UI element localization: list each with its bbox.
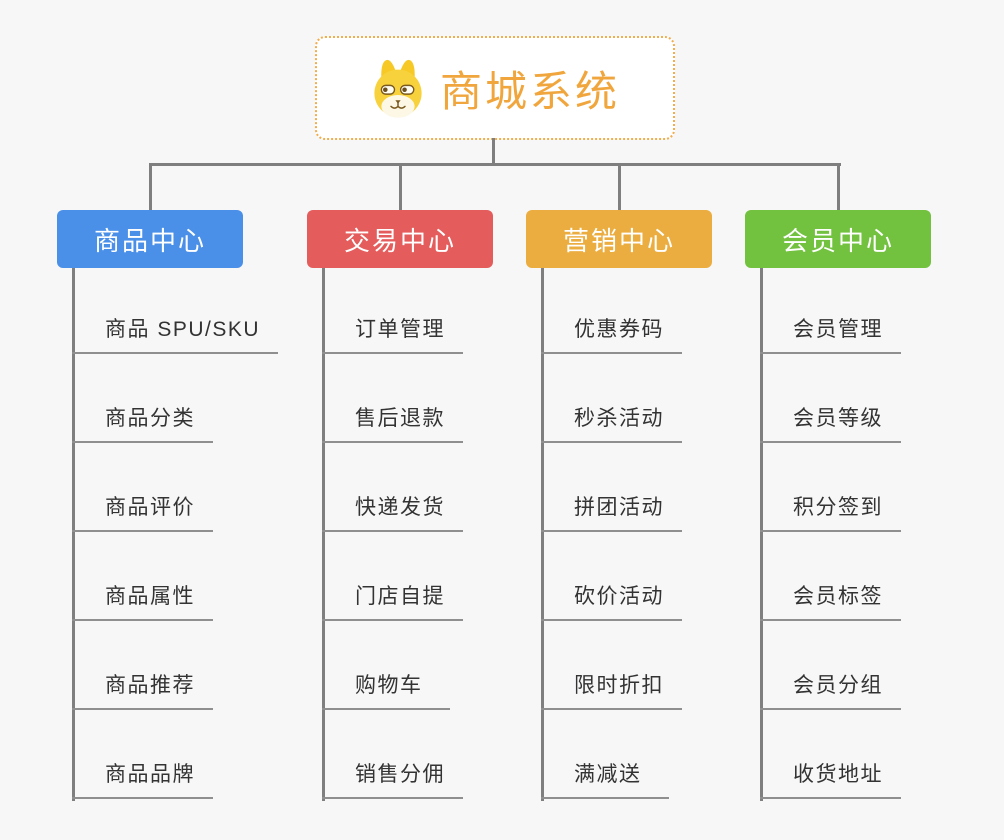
branch-trunk-connector [72, 268, 75, 801]
branch-trunk-connector [760, 268, 763, 801]
leaf-item[interactable]: 订单管理 [322, 268, 463, 354]
branch-drop-connector [399, 163, 402, 210]
leaf-item[interactable]: 会员标签 [760, 532, 901, 621]
leaf-list-4: 会员管理会员等级积分签到会员标签会员分组收货地址 [760, 268, 901, 799]
leaf-item[interactable]: 销售分佣 [322, 710, 463, 799]
leaf-list-2: 订单管理售后退款快递发货门店自提购物车销售分佣 [322, 268, 463, 799]
leaf-item[interactable]: 会员分组 [760, 621, 901, 710]
leaf-item[interactable]: 商品推荐 [72, 621, 213, 710]
branch-drop-connector [837, 163, 840, 210]
root-trunk-connector [492, 138, 495, 165]
branch-drop-connector [618, 163, 621, 210]
branch-node-1[interactable]: 商品中心 [57, 210, 243, 268]
branch-node-2[interactable]: 交易中心 [307, 210, 493, 268]
branch-node-4[interactable]: 会员中心 [745, 210, 931, 268]
leaf-item[interactable]: 商品分类 [72, 354, 213, 443]
branch-drop-connector [149, 163, 152, 210]
leaf-item[interactable]: 满减送 [541, 710, 669, 799]
leaf-item[interactable]: 商品评价 [72, 443, 213, 532]
leaf-item[interactable]: 快递发货 [322, 443, 463, 532]
leaf-item[interactable]: 限时折扣 [541, 621, 682, 710]
leaf-item[interactable]: 商品 SPU/SKU [72, 268, 279, 354]
root-topic[interactable]: 商城系统 [315, 36, 675, 140]
branch-trunk-connector [322, 268, 325, 801]
branch-node-3[interactable]: 营销中心 [526, 210, 712, 268]
leaf-item[interactable]: 售后退款 [322, 354, 463, 443]
leaf-item[interactable]: 商品品牌 [72, 710, 213, 799]
leaf-list-3: 优惠券码秒杀活动拼团活动砍价活动限时折扣满减送 [541, 268, 682, 799]
leaf-item[interactable]: 拼团活动 [541, 443, 682, 532]
leaf-item[interactable]: 积分签到 [760, 443, 901, 532]
leaf-item[interactable]: 会员管理 [760, 268, 901, 354]
dog-mascot-icon [374, 59, 422, 118]
leaf-item[interactable]: 门店自提 [322, 532, 463, 621]
leaf-item[interactable]: 优惠券码 [541, 268, 682, 354]
leaf-item[interactable]: 秒杀活动 [541, 354, 682, 443]
leaf-item[interactable]: 商品属性 [72, 532, 213, 621]
branch-trunk-connector [541, 268, 544, 801]
leaf-item[interactable]: 收货地址 [760, 710, 901, 799]
leaf-item[interactable]: 砍价活动 [541, 532, 682, 621]
root-topic-title: 商城系统 [439, 67, 620, 115]
leaf-item[interactable]: 购物车 [322, 621, 450, 710]
branch-rail-connector [150, 163, 841, 166]
leaf-item[interactable]: 会员等级 [760, 354, 901, 443]
